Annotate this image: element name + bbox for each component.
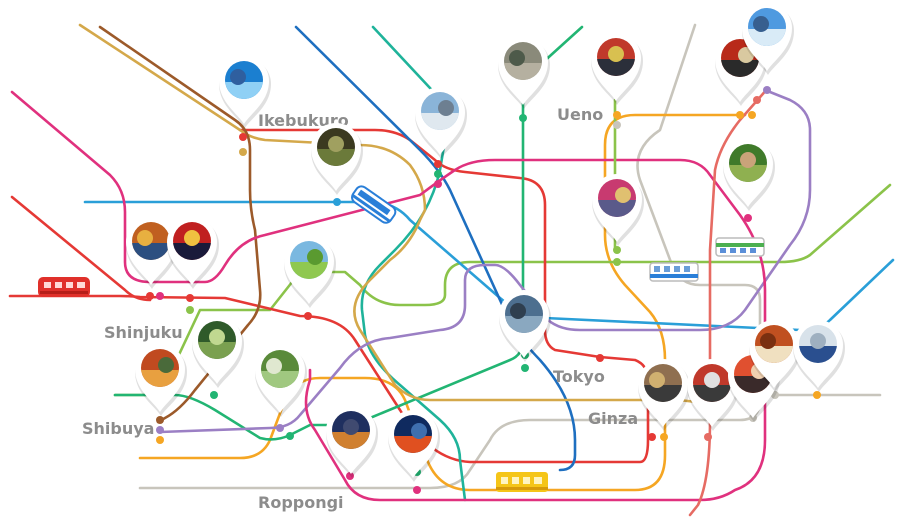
area-label-ginza: Ginza	[588, 409, 638, 428]
station-dot[interactable]	[239, 133, 247, 141]
station-dot[interactable]	[748, 111, 756, 119]
area-label-shinjuku: Shinjuku	[104, 323, 183, 342]
lawn-photo	[290, 241, 328, 279]
station-dot[interactable]	[156, 416, 164, 424]
station-dot[interactable]	[156, 436, 164, 444]
photo-pins	[126, 3, 845, 482]
building-photo	[421, 92, 459, 130]
photo-pin-rice-dish[interactable]	[749, 320, 801, 392]
crossing-photo	[597, 38, 635, 76]
temple-photo	[132, 222, 170, 260]
station-dot[interactable]	[648, 433, 656, 441]
arch-photo	[261, 350, 299, 388]
photo-pin-open-lawn[interactable]	[284, 236, 336, 308]
station-dot[interactable]	[763, 86, 771, 94]
station-dot[interactable]	[434, 160, 442, 168]
photo-pin-shinkansen[interactable]	[793, 320, 845, 392]
photo-pin-aquarium[interactable]	[219, 56, 271, 128]
station-dot[interactable]	[146, 292, 154, 300]
station-dot[interactable]	[434, 180, 442, 188]
fukutoshin-line	[98, 25, 262, 424]
autumn-photo	[141, 349, 179, 387]
station-dot[interactable]	[519, 114, 527, 122]
station-dot[interactable]	[613, 258, 621, 266]
dish-photo	[755, 325, 793, 363]
garden-photo	[317, 128, 355, 166]
station-dot[interactable]	[813, 391, 821, 399]
photo-pin-building-skyline[interactable]	[415, 87, 467, 159]
station-dot[interactable]	[156, 426, 164, 434]
photo-pin-gyoen[interactable]	[192, 316, 244, 388]
street-photo	[504, 42, 542, 80]
photo-pin-night-city[interactable]	[326, 406, 378, 478]
station-dot[interactable]	[753, 96, 761, 104]
photo-pin-tokyo-tower[interactable]	[388, 410, 440, 482]
station-dot[interactable]	[413, 486, 421, 494]
station-dot[interactable]	[346, 472, 354, 480]
station-dot[interactable]	[660, 433, 668, 441]
station-dot[interactable]	[186, 306, 194, 314]
stations	[146, 86, 821, 494]
photo-pin-station-street[interactable]	[498, 37, 550, 109]
station-dot[interactable]	[156, 292, 164, 300]
bonsai-photo	[729, 144, 767, 182]
bullet-train-photo	[799, 325, 837, 363]
photo-pin-marunouchi-bridge[interactable]	[499, 290, 551, 362]
akihabara-photo	[598, 179, 636, 217]
station-dot[interactable]	[276, 424, 284, 432]
tower-photo	[748, 8, 786, 46]
gate-photo	[693, 364, 731, 402]
ginza-photo	[644, 364, 682, 402]
bridge-photo	[505, 295, 543, 333]
red-train-icon	[38, 277, 90, 297]
station-dot[interactable]	[704, 433, 712, 441]
blue-stripe-train-icon	[649, 262, 699, 282]
station-dot[interactable]	[744, 214, 752, 222]
photo-pin-sushi[interactable]	[728, 350, 780, 422]
photo-pin-skytree[interactable]	[742, 3, 794, 75]
marunouchi-west	[10, 195, 152, 302]
lights-photo	[173, 222, 211, 260]
photo-pin-autumn-garden[interactable]	[135, 344, 187, 416]
station-dot[interactable]	[239, 148, 247, 156]
area-labels: Ikebukuro Ueno Shinjuku Tokyo Ginza Shib…	[82, 105, 638, 512]
hanzomon-line	[158, 88, 812, 434]
photo-pin-kabuki-gate[interactable]	[687, 359, 739, 431]
blue-train-icon	[351, 185, 397, 224]
photo-pin-bonsai[interactable]	[723, 139, 775, 211]
photo-pin-akihabara[interactable]	[592, 174, 644, 246]
station-dot[interactable]	[521, 364, 529, 372]
yellow-train-icon	[496, 472, 548, 492]
night-city-photo	[332, 411, 370, 449]
sushi-photo	[734, 355, 772, 393]
station-dot[interactable]	[210, 391, 218, 399]
station-dot[interactable]	[286, 432, 294, 440]
photo-pin-shinjuku-lights[interactable]	[167, 217, 219, 289]
station-dot[interactable]	[434, 170, 442, 178]
photo-pin-ueno-crossing[interactable]	[591, 33, 643, 105]
tower-night-photo	[394, 415, 432, 453]
photo-pin-ikebukuro-park[interactable]	[311, 123, 363, 195]
photo-pin-ginza-crossing[interactable]	[638, 359, 690, 431]
area-label-ueno: Ueno	[557, 105, 603, 124]
station-dot[interactable]	[613, 121, 621, 129]
station-dot[interactable]	[613, 246, 621, 254]
station-dot[interactable]	[736, 111, 744, 119]
area-label-shibuya: Shibuya	[82, 419, 154, 438]
station-dot[interactable]	[333, 198, 341, 206]
aquarium-photo	[225, 61, 263, 99]
station-dot[interactable]	[613, 111, 621, 119]
photo-pin-arch-walk[interactable]	[255, 345, 307, 417]
station-dot[interactable]	[304, 312, 312, 320]
forest-photo	[198, 321, 236, 359]
photo-pin-shinjuku-temple[interactable]	[126, 217, 178, 289]
area-label-tokyo: Tokyo	[553, 367, 605, 386]
station-dot[interactable]	[596, 354, 604, 362]
area-label-roppongi: Roppongi	[258, 493, 344, 512]
green-train-icon	[715, 237, 765, 257]
station-dot[interactable]	[186, 294, 194, 302]
oedo-line	[10, 90, 767, 502]
